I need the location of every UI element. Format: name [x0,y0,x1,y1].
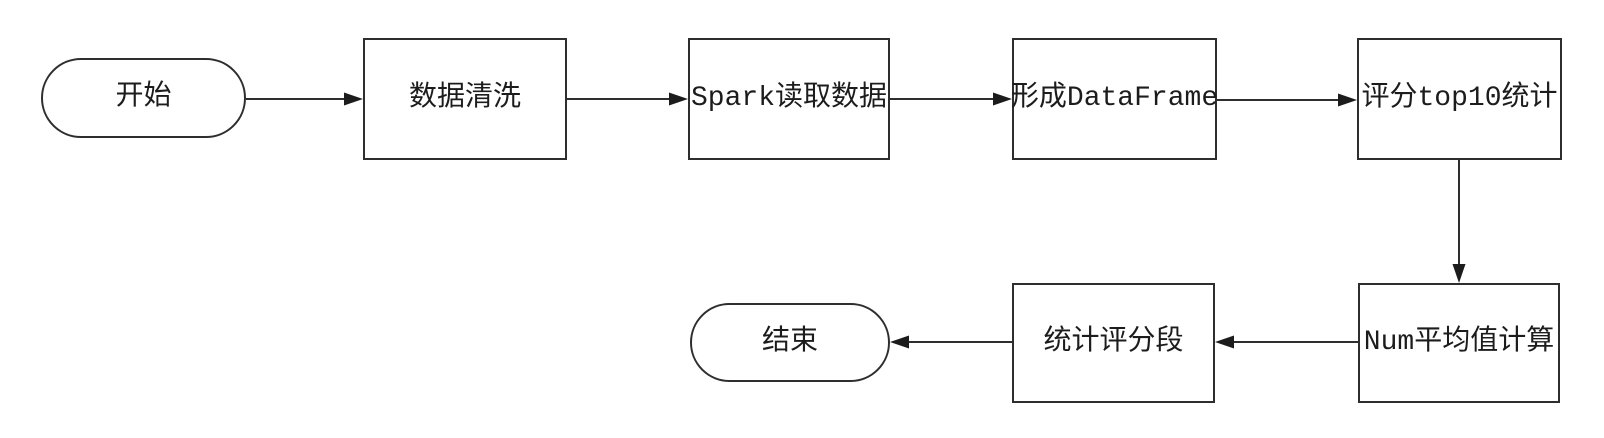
flow-node-top10-stats-label: 评分top10统计 [1361,83,1558,114]
flow-node-spark-read-label: Spark读取数据 [690,83,887,114]
flow-node-dataframe-label: 形成DataFrame [1010,83,1219,114]
flow-node-num-average-label: Num平均值计算 [1363,327,1555,358]
flow-node-num-average: Num平均值计算 [1358,283,1560,403]
flow-node-end: 结束 [690,303,890,382]
flow-node-data-cleaning-label: 数据清洗 [408,83,521,114]
flow-node-spark-read: Spark读取数据 [688,38,890,160]
arrow-scoreband-to-end [890,335,1012,349]
flow-node-data-cleaning: 数据清洗 [363,38,567,160]
flow-node-score-band-label: 统计评分段 [1043,327,1184,358]
arrow-numavg-to-scoreband [1215,335,1358,349]
arrow-start-to-clean [246,92,363,106]
flow-node-start: 开始 [41,58,246,138]
flow-node-top10-stats: 评分top10统计 [1357,38,1562,160]
arrow-dataframe-to-top10 [1217,93,1357,107]
flow-node-score-band: 统计评分段 [1012,283,1215,403]
arrow-clean-to-spark [567,92,688,106]
arrow-top10-to-numavg [1452,160,1466,283]
arrow-spark-to-dataframe [890,92,1012,106]
flow-node-dataframe: 形成DataFrame [1010,38,1219,160]
flow-node-start-label: 开始 [115,82,172,113]
flow-node-end-label: 结束 [761,326,818,358]
